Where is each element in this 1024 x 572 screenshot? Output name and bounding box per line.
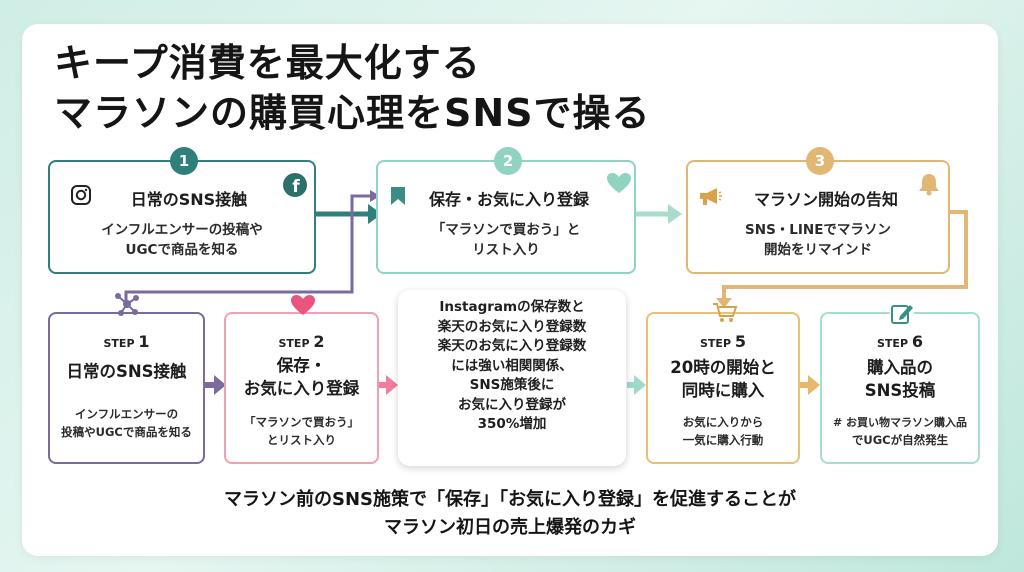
bottom-step-6-label: STEP 6 (822, 332, 978, 351)
top-step-2-number: 2 (494, 147, 522, 175)
link-step1-to-box2 (124, 194, 372, 304)
bottom-step-1-label: STEP 1 (50, 332, 203, 351)
top-step-3-heading: マラソン開始の告知 (753, 190, 898, 209)
bottom-step-2-label: STEP 2 (226, 332, 377, 351)
instagram-icon (71, 185, 91, 205)
cart-icon (713, 303, 738, 322)
top-step-1-box: 1 f 日常のSNS接触 インフルエンサーの投稿や UGCで商品を知る (48, 147, 316, 274)
svg-text:f: f (292, 177, 300, 197)
step-word: STEP (103, 337, 135, 350)
bottom-step-1-desc-1: インフルエンサーの (74, 407, 179, 421)
bottom-step-6-desc-1: # お買い物マラソン購入品 (832, 416, 968, 429)
bottom-step-6-title-2: SNS投稿 (864, 381, 936, 400)
top-step-2-desc-2: リスト入り (472, 242, 540, 258)
heart-icon (291, 295, 315, 315)
bottom-step-5-desc-1: お気に入りから (682, 415, 764, 429)
bottom-step-5-title-1: 20時の開始と (670, 358, 776, 377)
top-step-3-number: 3 (806, 147, 834, 175)
top-step-3-desc-1: SNS・LINEでマラソン (745, 222, 891, 238)
footer-line-1: マラソン前のSNS施策で「保存」「お気に入り登録」を促進することが (224, 489, 796, 510)
top-step-2-desc-1: 「マラソンで買おう」と (431, 222, 581, 238)
bookmark-icon (391, 187, 405, 205)
arrow-1-to-2-head (368, 204, 382, 224)
top-step-1-heading: 日常のSNS接触 (130, 190, 248, 209)
arrow-s5-to-s6-head (808, 375, 820, 395)
top-step-1-number: 1 (170, 147, 198, 175)
heart-icon (607, 173, 631, 193)
arrow-center-to-s5-head (634, 375, 646, 395)
link-step1-to-box2-head (370, 190, 380, 202)
arrow-s2-to-center-head (386, 375, 398, 395)
bottom-step-6-title-1: 購入品の (867, 358, 933, 377)
bottom-step-5-label: STEP 5 (648, 332, 798, 351)
arrow-3-to-step5-head (716, 298, 732, 308)
bottom-step-2-box: STEP 2 保存・ お気に入り登録 「マラソンで買おう」 とリスト入り (224, 295, 379, 464)
step-word: STEP (877, 337, 909, 350)
bottom-step-6-box: STEP 6 購入品の SNS投稿 # お買い物マラソン購入品 でUGCが自然発… (820, 302, 980, 464)
center-line-3: 楽天のお気に入り登録数 (437, 338, 587, 354)
network-icon (115, 293, 139, 316)
step-number: 1 (138, 332, 150, 351)
edit-icon (890, 302, 914, 326)
footer-line-2: マラソン初日の売上爆発のカギ (384, 517, 636, 538)
center-line-4: には強い相関関係、 (451, 357, 573, 374)
step-number: 6 (911, 332, 923, 351)
title-line-2: マラソンの購買心理をSNSで操る (54, 91, 651, 135)
center-line-5: SNS施策後に (469, 377, 555, 393)
top-step-2-box: 2 保存・お気に入り登録 「マラソンで買おう」と リスト入り (376, 147, 636, 274)
bottom-step-2-desc-1: 「マラソンで買おう」 (244, 415, 359, 429)
center-line-1: Instagramの保存数と (439, 299, 585, 315)
bottom-step-2-title-1: 保存・ (276, 356, 327, 375)
center-line-6: お気に入り登録が (458, 396, 566, 413)
bottom-step-1-desc-2: 投稿やUGCで商品を知る (61, 425, 192, 439)
bottom-step-5-desc-2: 一気に購入行動 (682, 433, 764, 447)
bottom-step-5-title-2: 同時に購入 (681, 381, 765, 400)
step-word: STEP (278, 337, 310, 350)
arrow-2-to-3-head (668, 204, 682, 224)
step-number: 2 (313, 332, 325, 351)
step-number: 5 (734, 332, 746, 351)
facebook-icon: f (283, 173, 307, 197)
bottom-step-6-desc-2: でUGCが自然発生 (851, 433, 949, 447)
bottom-step-1-title-1: 日常のSNS接触 (66, 362, 187, 381)
bell-icon (919, 174, 939, 196)
megaphone-icon (700, 188, 722, 205)
arrow-s1-to-s2-head (214, 375, 226, 395)
step-word: STEP (700, 337, 732, 350)
center-line-2: 楽天のお気に入り登録数 (437, 318, 587, 335)
bottom-step-2-desc-2: とリスト入り (267, 433, 336, 447)
top-step-3-box: 3 マラソン開始の告知 SNS・LINEでマラソン 開始をリマインド (686, 147, 950, 274)
top-step-2-heading: 保存・お気に入り登録 (428, 190, 589, 209)
bottom-step-2-title-2: お気に入り登録 (243, 379, 360, 398)
bottom-step-5-box: STEP 5 20時の開始と 同時に購入 お気に入りから 一気に購入行動 (646, 303, 800, 464)
top-step-1-desc-2: UGCで商品を知る (125, 242, 239, 258)
center-stat-box: Instagramの保存数と 楽天のお気に入り登録数 楽天のお気に入り登録数 に… (398, 290, 626, 466)
title-line-1: キープ消費を最大化する (54, 41, 481, 85)
arrow-3-to-step5 (722, 210, 968, 300)
page-title: キープ消費を最大化する マラソンの購買心理をSNSで操る (54, 38, 774, 138)
top-step-3-desc-2: 開始をリマインド (764, 242, 872, 258)
bottom-step-1-box: STEP 1 日常のSNS接触 インフルエンサーの 投稿やUGCで商品を知る (48, 293, 205, 464)
center-line-7: 350%増加 (477, 416, 547, 432)
top-step-1-desc-1: インフルエンサーの投稿や (101, 222, 263, 238)
